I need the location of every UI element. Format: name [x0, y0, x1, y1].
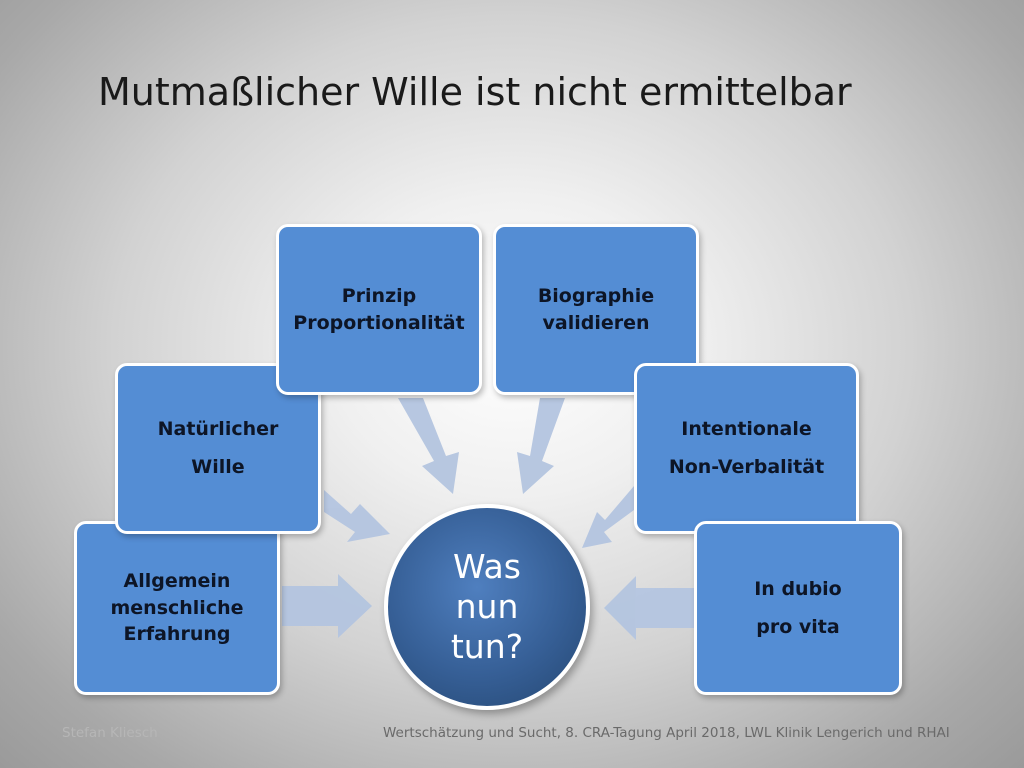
box-allgemein-menschliche-erfahrung: Allgemein menschliche Erfahrung — [74, 521, 280, 695]
footer-event: Wertschätzung und Sucht, 8. CRA-Tagung A… — [383, 725, 950, 741]
box-line: In dubio — [754, 578, 842, 600]
box-line: menschliche — [110, 596, 244, 619]
slide-title: Mutmaßlicher Wille ist nicht ermittelbar — [98, 70, 852, 114]
box-line: pro vita — [756, 616, 840, 638]
arrow-top-left-icon — [398, 398, 459, 494]
arrow-top-right-icon — [517, 398, 565, 494]
box-line: Allgemein — [123, 570, 231, 593]
box-line: Non-Verbalität — [668, 455, 825, 478]
box-line: Natürlicher — [157, 418, 279, 441]
box-line: Erfahrung — [123, 623, 231, 646]
box-line: Prinzip — [341, 284, 417, 307]
center-line: tun? — [450, 627, 524, 667]
box-prinzip-proportionalitaet: Prinzip Proportionalität — [276, 224, 482, 395]
box-line: Wille — [191, 455, 245, 478]
center-circle-was-nun-tun: Was nun tun? — [384, 504, 590, 710]
box-intentionale-non-verbalitaet: Intentionale Non-Verbalität — [634, 363, 859, 534]
box-line: Biographie — [537, 284, 655, 307]
box-line: Intentionale — [681, 418, 812, 441]
footer-author: Stefan Kliesch — [62, 725, 158, 741]
box-in-dubio-pro-vita: In dubio pro vita — [694, 521, 902, 695]
arrow-right-icon — [604, 576, 694, 640]
box-line: validieren — [542, 311, 650, 334]
center-line: Was — [453, 546, 521, 586]
center-line: nun — [455, 586, 519, 626]
box-line: Proportionalität — [293, 311, 465, 334]
arrow-upper-right-icon — [582, 486, 634, 548]
arrow-upper-left-icon — [324, 490, 390, 542]
arrow-left-icon — [282, 574, 372, 638]
